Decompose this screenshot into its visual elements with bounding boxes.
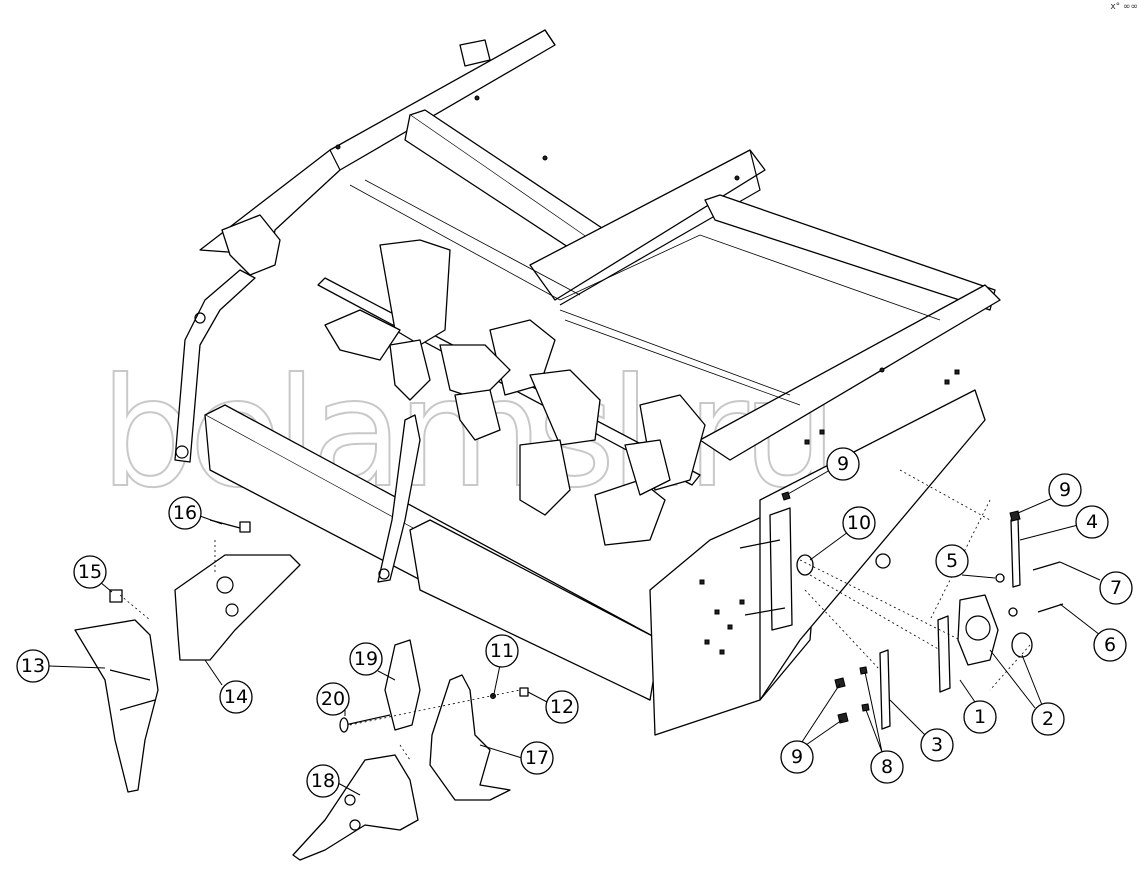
knife-set-1 [324, 239, 451, 401]
corner-mark: x° ∞∞ [1110, 2, 1138, 12]
callout-3: 3 [889, 699, 954, 762]
callout-9c: 9 [1017, 473, 1082, 514]
callout-19: 19 [349, 642, 396, 681]
bearing-side-hardware [739, 469, 1064, 730]
callout-label: 10 [847, 512, 871, 534]
callout-label: 15 [78, 561, 102, 583]
callout-label: 17 [525, 747, 549, 769]
callout-14: 14 [204, 659, 253, 714]
knife-parts-exploded [74, 519, 529, 861]
callout-label: 8 [881, 756, 893, 778]
callout-label: 18 [311, 770, 335, 792]
knife-set-4 [594, 394, 706, 546]
frame-assembly [174, 29, 1001, 736]
callout-4: 4 [1019, 505, 1109, 541]
callout-label: 9 [1059, 479, 1071, 501]
callout-label: 19 [354, 648, 378, 670]
callout-5: 5 [935, 544, 996, 579]
callout-label: 16 [173, 502, 197, 524]
callout-16: 16 [168, 496, 223, 530]
callout-label: 9 [837, 453, 849, 475]
callout-label: 12 [550, 696, 574, 718]
callout-8: 8 [864, 671, 904, 784]
callout-label: 14 [224, 686, 248, 708]
rotor-shaft-assembly [317, 239, 706, 546]
callout-17: 17 [479, 741, 554, 775]
callout-label: 7 [1110, 577, 1122, 599]
callout-label: 11 [490, 640, 514, 662]
callout-13: 13 [16, 649, 106, 683]
callout-1: 1 [959, 679, 997, 734]
callout-label: 5 [946, 550, 958, 572]
callout-6: 6 [1059, 603, 1127, 662]
callout-9b: 9 [787, 447, 860, 495]
callout-label: 3 [931, 734, 943, 756]
callout-15: 15 [73, 555, 113, 593]
callout-10: 10 [809, 506, 876, 561]
callout-12: 12 [527, 690, 579, 724]
callout-label: 1 [974, 706, 986, 728]
callout-label: 2 [1042, 708, 1054, 730]
callout-20: 20 [316, 682, 350, 716]
knife-set-3 [519, 369, 601, 516]
callout-2: 2 [989, 649, 1065, 736]
callout-label: 13 [21, 655, 45, 677]
callout-9a: 9 [780, 683, 843, 774]
callout-18: 18 [306, 764, 361, 798]
callout-7: 7 [1059, 561, 1133, 605]
callout-11: 11 [485, 634, 519, 695]
callout-layer: 1 2 3 4 5 [16, 447, 1133, 798]
callout-label: 9 [791, 746, 803, 768]
callout-label: 20 [321, 688, 345, 710]
callout-label: 4 [1086, 511, 1098, 533]
callout-label: 6 [1104, 634, 1116, 656]
